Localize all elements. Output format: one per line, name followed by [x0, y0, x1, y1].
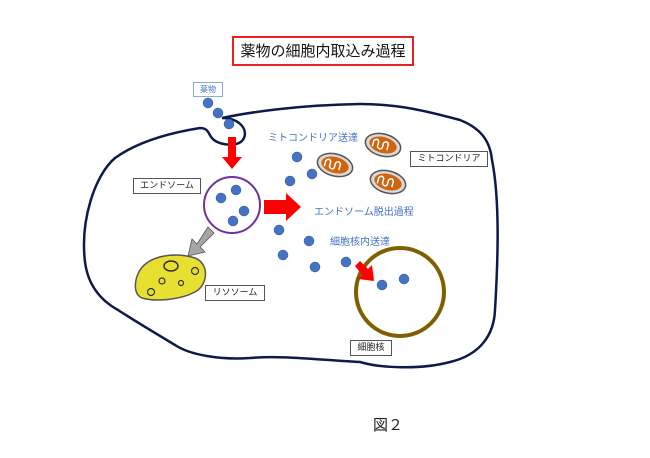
arrow-uptake [222, 137, 242, 169]
drug-particles [202, 97, 235, 130]
endosome-escape-text: エンドソーム脱出過程 [314, 207, 414, 218]
arrow-nuclear [355, 261, 374, 281]
endosome-label: エンドソーム [133, 178, 201, 194]
arrow-to-lysosome [187, 226, 215, 257]
cell-membrane [82, 102, 499, 369]
drug-label: 薬物 [193, 82, 223, 97]
lysosome [134, 254, 207, 301]
endosome-particles [215, 184, 250, 227]
nucleus [354, 246, 446, 338]
mitochondrion [316, 152, 354, 178]
figure-caption: 図２ [373, 416, 404, 434]
mitochondria-label: ミトコンドリア [410, 151, 488, 167]
lysosome-label: リソソーム [205, 285, 265, 301]
mito-delivery-text: ミトコンドリア送達 [268, 133, 358, 144]
cytoplasm-particles [273, 151, 352, 273]
page-title: 薬物の細胞内取込み過程 [232, 36, 414, 66]
nucleus-label: 細胞核 [350, 340, 392, 356]
endosome [203, 176, 261, 234]
nuclear-delivery-text: 細胞核内送達 [330, 237, 390, 248]
mitochondrion [364, 132, 402, 158]
arrow-escape [264, 193, 301, 221]
mitochondrion [369, 169, 407, 195]
nucleus-particles [376, 273, 410, 291]
